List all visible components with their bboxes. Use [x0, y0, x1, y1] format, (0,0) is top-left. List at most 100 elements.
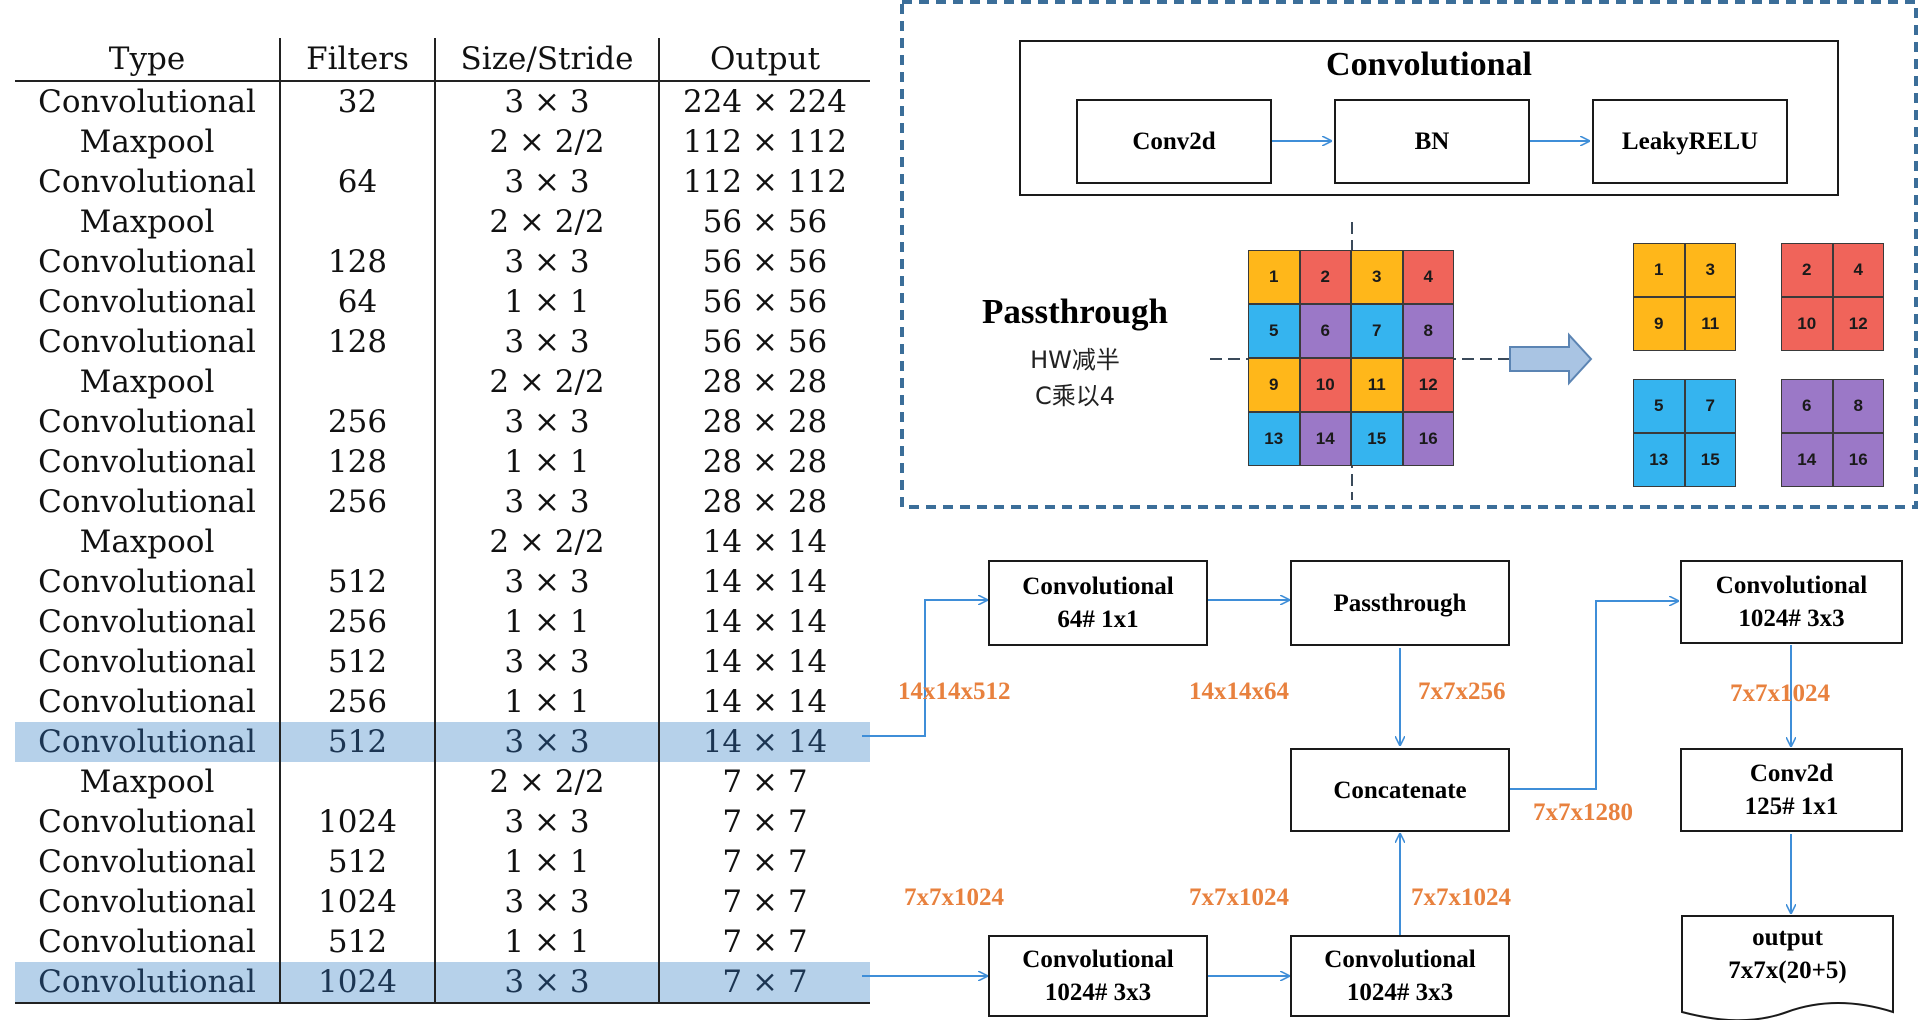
cell-size-stride: 2 × 2/2	[434, 522, 659, 562]
cell-size-stride: 1 × 1	[434, 682, 659, 722]
output-grid-cell: 7	[1684, 379, 1736, 433]
cell-output: 28 × 28	[658, 362, 870, 402]
connector-table-to-conv64	[862, 600, 987, 737]
conv1024c-node: Convolutional 1024# 3x3	[1680, 560, 1903, 644]
header-output: Output	[658, 38, 870, 82]
concatenate-node: Concatenate	[1290, 748, 1510, 832]
cell-output: 14 × 14	[658, 562, 870, 602]
cell-filters: 256	[279, 682, 435, 722]
cell-filters: 512	[279, 842, 435, 882]
cell-size-stride: 2 × 2/2	[434, 362, 659, 402]
cell-type: Maxpool	[79, 124, 215, 160]
cell-filters: 512	[279, 642, 435, 682]
cell-type: Convolutional	[38, 844, 256, 880]
input-grid-cell: 6	[1299, 304, 1351, 358]
connector-concatenate-to-conv1024c	[1510, 601, 1678, 790]
conv1024b-node-line1: Convolutional	[1324, 946, 1476, 973]
input-grid-cell: 4	[1402, 250, 1454, 304]
cell-filters: 128	[279, 242, 435, 282]
cell-size-stride: 1 × 1	[434, 602, 659, 642]
cell-type: Convolutional	[15, 962, 280, 1004]
output-grid-cell: 3	[1684, 243, 1736, 297]
output-grid-cell: 8	[1832, 379, 1884, 433]
cell-type: Convolutional	[38, 924, 256, 960]
cell-size-stride: 3 × 3	[434, 562, 659, 602]
input-grid-cell: 1	[1248, 250, 1300, 304]
cell-filters: 512	[279, 562, 435, 602]
conv64-node-line2: 64# 1x1	[1057, 606, 1139, 633]
cell-type: Convolutional	[38, 324, 256, 360]
cell-type: Convolutional	[15, 722, 280, 762]
conv-block-frame	[1019, 40, 1839, 196]
cell-type: Convolutional	[38, 284, 256, 320]
output-grid-cell: 9	[1633, 297, 1685, 351]
output-grid-cell: 5	[1633, 379, 1685, 433]
cell-size-stride: 3 × 3	[434, 722, 659, 762]
cell-type: Convolutional	[38, 84, 256, 120]
cell-type: Maxpool	[79, 764, 215, 800]
cell-size-stride: 2 × 2/2	[434, 122, 659, 162]
conv1024c-node-line1: Convolutional	[1715, 572, 1868, 599]
conv1024b-node-line2: 1024# 3x3	[1346, 979, 1454, 1006]
concatenate-node-label: Concatenate	[1333, 776, 1467, 804]
output-grid-cell: 4	[1832, 243, 1884, 297]
cell-filters: 1024	[279, 882, 435, 922]
conv-block-title: Convolutional	[1326, 46, 1532, 83]
output-grid-cell: 12	[1832, 297, 1884, 351]
cell-size-stride: 3 × 3	[434, 322, 659, 362]
cell-output: 7 × 7	[658, 962, 870, 1004]
leakyrelu-stage: LeakyRELU	[1592, 99, 1788, 184]
cell-filters	[279, 202, 435, 242]
cell-output: 56 × 56	[658, 202, 870, 242]
cell-output: 7 × 7	[658, 842, 870, 882]
passthrough-node: Passthrough	[1290, 560, 1510, 646]
cell-filters: 256	[279, 482, 435, 522]
output-grid-cell: 2	[1781, 243, 1833, 297]
cell-output: 28 × 28	[658, 402, 870, 442]
conv2d125-node: Conv2d 125# 1x1	[1680, 748, 1903, 832]
cell-output: 224 × 224	[658, 81, 870, 122]
cell-size-stride: 3 × 3	[434, 482, 659, 522]
cell-output: 14 × 14	[658, 682, 870, 722]
cell-output: 7 × 7	[658, 762, 870, 802]
input-grid-cell: 10	[1299, 358, 1351, 412]
cell-filters	[279, 362, 435, 402]
cell-filters: 64	[279, 162, 435, 202]
output-node: output 7x7x(20+5)	[1682, 916, 1893, 992]
cell-type: Convolutional	[38, 444, 256, 480]
cell-size-stride: 1 × 1	[434, 922, 659, 962]
input-grid-cell: 13	[1248, 412, 1300, 466]
passthrough-note-c: C乘以4	[1034, 382, 1116, 410]
cell-filters: 512	[279, 922, 435, 962]
passthrough-node-label: Passthrough	[1333, 589, 1467, 617]
cell-filters	[279, 122, 435, 162]
cell-type: Maxpool	[79, 204, 215, 240]
cell-output: 56 × 56	[658, 242, 870, 282]
architecture-table: Type Filters Size/Stride Output Convolut…	[15, 38, 870, 1004]
cell-type: Convolutional	[38, 564, 256, 600]
cell-type: Convolutional	[38, 604, 256, 640]
cell-type: Convolutional	[38, 404, 256, 440]
dim-label-3: 7x7x256	[1418, 678, 1506, 705]
cell-type: Convolutional	[38, 684, 256, 720]
cell-output: 56 × 56	[658, 322, 870, 362]
cell-type: Maxpool	[79, 524, 215, 560]
cell-output: 7 × 7	[658, 922, 870, 962]
cell-size-stride: 3 × 3	[434, 402, 659, 442]
conv2d125-node-line1: Conv2d	[1749, 760, 1834, 787]
